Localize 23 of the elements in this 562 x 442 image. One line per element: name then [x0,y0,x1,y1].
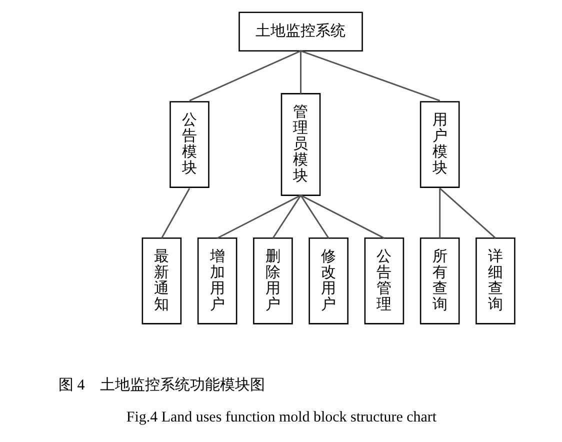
connector [438,188,496,239]
connector [188,50,301,102]
connector [300,50,440,102]
node-box: 公告管理 [364,237,404,324]
node-box: 管理员模块 [280,93,320,196]
node-box: 所有查询 [419,237,460,324]
connector [160,188,190,238]
node-box: 增加用户 [196,237,237,324]
label: 图 4 土地监控系统功能模块图 [58,378,264,394]
node-box: 修改用户 [308,237,348,324]
connector [300,194,329,239]
connector [216,194,301,239]
node-box: 删除用户 [252,237,292,324]
caption: Fig.4 Land uses function mold block structure chart [126,409,436,426]
connector [300,50,301,94]
node-box: 公告模块 [169,101,209,188]
node-box: 用户模块 [419,101,460,188]
node-box: 土地监控系统 [238,12,362,52]
node-box: 最新通知 [141,237,182,324]
connector [300,194,384,239]
connector [438,188,440,238]
node-box: 详细查询 [475,237,515,324]
connector [272,194,301,239]
